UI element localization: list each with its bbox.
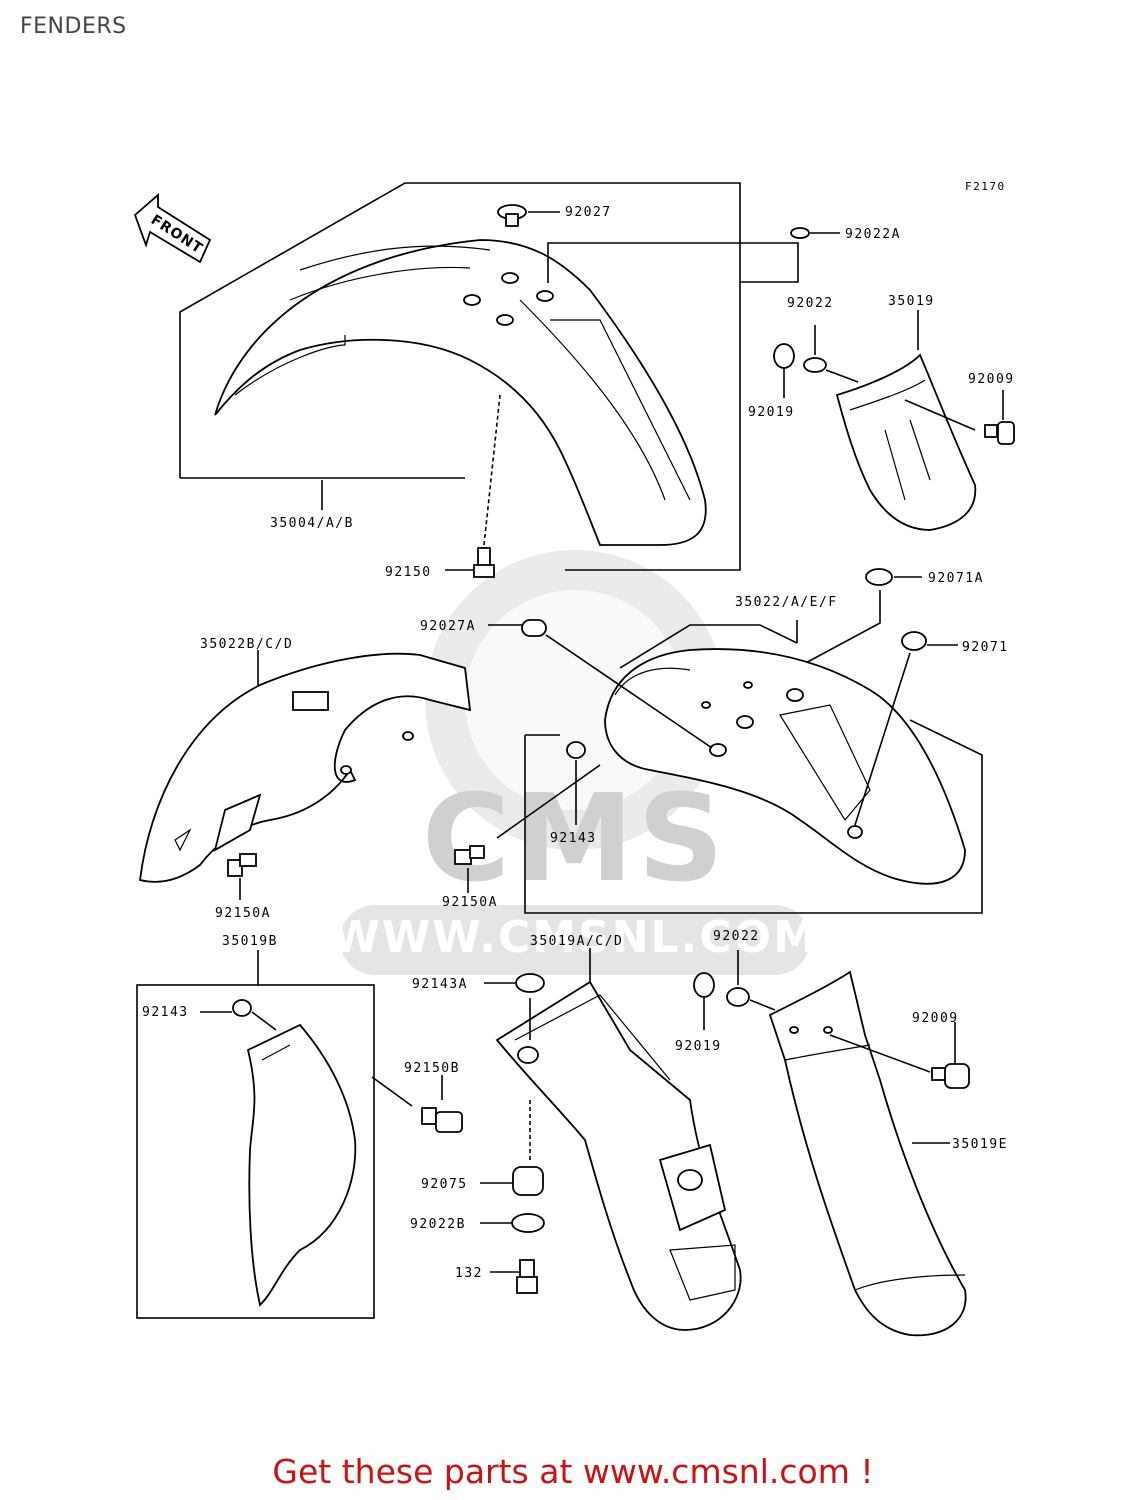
callout-92022-top[interactable]: 92022 — [787, 296, 834, 311]
callout-92027A[interactable]: 92027A — [420, 619, 476, 634]
callout-92075[interactable]: 92075 — [421, 1177, 468, 1192]
rear-fender-group — [454, 568, 983, 914]
rear-fender-side[interactable] — [139, 652, 472, 883]
callout-92022B[interactable]: 92022B — [410, 1217, 466, 1232]
footer-banner: Get these parts at www.cmsnl.com ! — [0, 1452, 1146, 1491]
side-cover-group — [136, 950, 463, 1319]
callout-92150B[interactable]: 92150B — [404, 1061, 460, 1076]
rear-flap-group — [693, 950, 970, 1337]
callout-92009-bot[interactable]: 92009 — [912, 1011, 959, 1026]
callout-92150A-left[interactable]: 92150A — [215, 906, 271, 921]
callout-92019-top[interactable]: 92019 — [748, 405, 795, 420]
front-fender[interactable] — [214, 239, 707, 546]
callout-92022A[interactable]: 92022A — [845, 227, 901, 242]
callout-92150A-mid[interactable]: 92150A — [442, 895, 498, 910]
callout-35019E[interactable]: 35019E — [952, 1137, 1008, 1152]
rear-mud-flap[interactable] — [768, 970, 967, 1337]
footer-link[interactable]: Get these parts at www.cmsnl.com ! — [272, 1452, 874, 1491]
figure-code: F2170 — [965, 180, 1006, 193]
callout-92150[interactable]: 92150 — [385, 565, 432, 580]
front-flap-group — [773, 310, 1015, 531]
front-arrow: FRONT — [133, 193, 212, 264]
callout-92027[interactable]: 92027 — [565, 205, 612, 220]
front-fender-group — [179, 182, 840, 578]
callout-35004[interactable]: 35004/A/B — [270, 516, 354, 531]
callout-35022AEF[interactable]: 35022/A/E/F — [735, 595, 838, 610]
callout-labels: 92027 92022A 92022 35019 92019 92009 350… — [142, 205, 1015, 1281]
callout-132[interactable]: 132 — [455, 1266, 483, 1281]
rear-fender[interactable] — [604, 648, 966, 885]
callout-35022BCD[interactable]: 35022B/C/D — [200, 637, 293, 652]
rear-fender-left-group — [139, 650, 472, 900]
watermark-brand: CMS — [422, 770, 728, 909]
callout-92143-bot[interactable]: 92143 — [142, 1005, 189, 1020]
callout-92019-bot[interactable]: 92019 — [675, 1039, 722, 1054]
page-title: FENDERS — [20, 14, 127, 39]
front-mud-flap[interactable] — [835, 353, 977, 531]
callout-92009-top[interactable]: 92009 — [968, 372, 1015, 387]
callout-35019[interactable]: 35019 — [888, 294, 935, 309]
callout-92071A[interactable]: 92071A — [928, 571, 984, 586]
watermark: CMS WWW.CMSNL.COM — [331, 550, 819, 975]
callout-92143A[interactable]: 92143A — [412, 977, 468, 992]
callout-35019ACD[interactable]: 35019A/C/D — [530, 934, 623, 949]
callout-92143-mid[interactable]: 92143 — [550, 831, 597, 846]
side-cover[interactable] — [246, 1023, 357, 1307]
callout-92022-bot[interactable]: 92022 — [713, 929, 760, 944]
callout-35019B[interactable]: 35019B — [222, 934, 278, 949]
watermark-url: WWW.CMSNL.COM — [331, 912, 819, 963]
rear-bracket-group — [480, 948, 742, 1331]
callout-92071[interactable]: 92071 — [962, 640, 1009, 655]
